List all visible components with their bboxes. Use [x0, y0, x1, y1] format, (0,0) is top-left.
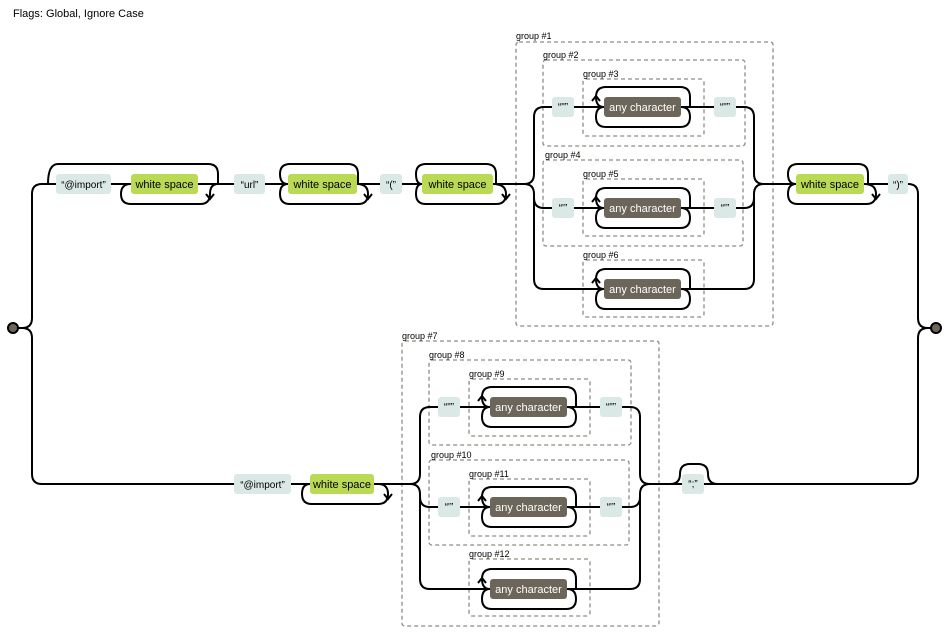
start-anchor: [7, 322, 19, 334]
group-3-box: [582, 78, 705, 137]
group-7-label: group #7: [402, 331, 438, 341]
white-space-3: white space: [422, 174, 493, 194]
literal-import-top: “@import”: [56, 174, 111, 194]
white-space-2: white space: [288, 174, 357, 194]
svg-text:white space: white space: [800, 179, 859, 191]
svg-text:white space: white space: [427, 179, 486, 191]
group-boxes: group #1 group #2 group #3 group #4 grou…: [401, 31, 774, 627]
svg-text:white space: white space: [312, 479, 371, 491]
literal-dquote-close-bottom: “"”: [600, 397, 622, 417]
svg-text:white space: white space: [292, 179, 351, 191]
any-character-g11: any character: [490, 497, 567, 517]
group-2-box: [542, 59, 746, 147]
any-character-g9: any character: [490, 397, 567, 417]
group-3-label: group #3: [583, 69, 619, 79]
group-11-label: group #11: [469, 469, 509, 479]
svg-text:any character: any character: [609, 203, 676, 215]
svg-text:“'”: “'”: [607, 502, 616, 513]
svg-text:“'”: “'”: [721, 203, 730, 214]
white-space-5: white space: [310, 474, 374, 494]
literal-dquote-open-bottom: “"”: [438, 397, 460, 417]
literal-lparen: “(”: [380, 174, 402, 194]
group-4-label: group #4: [545, 150, 581, 160]
group-12-box: [468, 558, 591, 617]
white-space-1: white space: [131, 174, 198, 194]
literal-semicolon: “;”: [682, 474, 704, 494]
literal-squote-open-top: “'”: [552, 198, 574, 218]
svg-text:“'”: “'”: [559, 203, 568, 214]
flags-label: Flags: Global, Ignore Case: [13, 8, 144, 20]
literal-squote-open-bottom: “'”: [438, 497, 460, 517]
group-6-box: [582, 259, 705, 318]
group-8-label: group #8: [429, 350, 465, 360]
svg-text:“)”: “)”: [893, 180, 903, 191]
group-5-label: group #5: [583, 169, 619, 179]
literal-import-bottom: “@import”: [234, 474, 291, 494]
svg-text:any character: any character: [495, 584, 562, 596]
group-9-label: group #9: [469, 369, 505, 379]
svg-text:any character: any character: [495, 502, 562, 514]
group-10-box: [428, 459, 630, 546]
any-character-g3: any character: [604, 97, 681, 117]
group-2-label: group #2: [543, 50, 579, 60]
any-character-g5: any character: [604, 198, 681, 218]
any-character-g6: any character: [604, 279, 681, 299]
group-9-box: [468, 378, 591, 437]
svg-text:“;”: “;”: [688, 479, 697, 490]
svg-text:“@import”: “@import”: [61, 180, 106, 191]
wires: [13, 86, 936, 610]
group-6-label: group #6: [583, 250, 619, 260]
svg-text:“"”: “"”: [444, 402, 454, 413]
svg-text:“"”: “"”: [720, 102, 730, 113]
literal-dquote-close-top: “"”: [714, 97, 736, 117]
group-1-label: group #1: [516, 31, 552, 41]
svg-text:“url”: “url”: [241, 180, 259, 191]
group-10-label: group #10: [431, 450, 472, 460]
white-space-4: white space: [796, 174, 864, 194]
group-8-box: [428, 359, 632, 446]
any-character-g12: any character: [490, 579, 567, 599]
end-anchor: [930, 322, 942, 334]
svg-text:“"”: “"”: [558, 102, 568, 113]
group-4-box: [542, 159, 744, 247]
svg-text:“"”: “"”: [606, 402, 616, 413]
group-11-box: [468, 478, 591, 537]
svg-text:any character: any character: [609, 284, 676, 296]
svg-text:“@import”: “@import”: [240, 480, 285, 491]
svg-text:any character: any character: [609, 102, 676, 114]
literal-dquote-open-top: “"”: [552, 97, 574, 117]
literal-rparen: “)”: [888, 174, 908, 194]
svg-text:“'”: “'”: [445, 502, 454, 513]
group-12-label: group #12: [469, 549, 510, 559]
literal-url: “url”: [234, 174, 265, 194]
svg-text:“(”: “(”: [386, 180, 396, 191]
svg-text:white space: white space: [134, 179, 193, 191]
group-5-box: [582, 178, 705, 237]
literal-squote-close-bottom: “'”: [600, 497, 622, 517]
literal-squote-close-top: “'”: [714, 198, 736, 218]
svg-text:any character: any character: [495, 402, 562, 414]
